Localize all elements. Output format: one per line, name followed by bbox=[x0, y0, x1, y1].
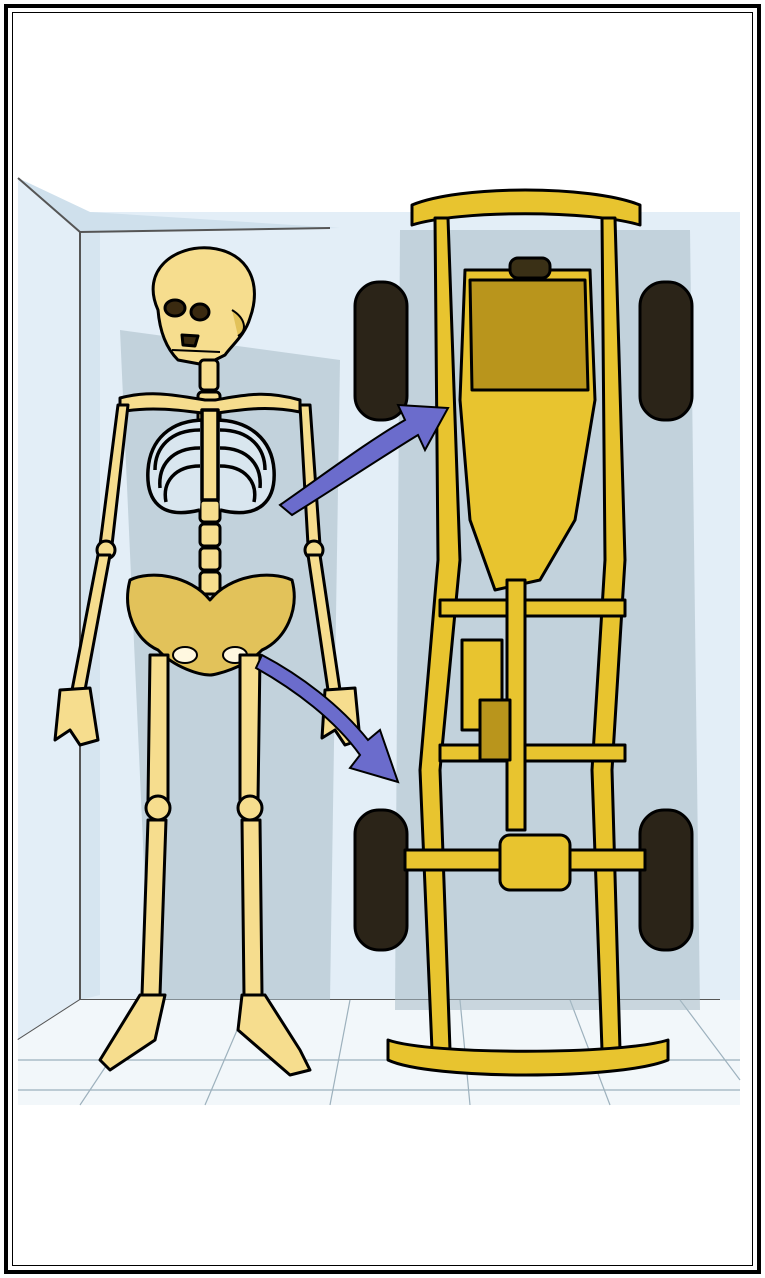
car-chassis bbox=[355, 190, 700, 1075]
